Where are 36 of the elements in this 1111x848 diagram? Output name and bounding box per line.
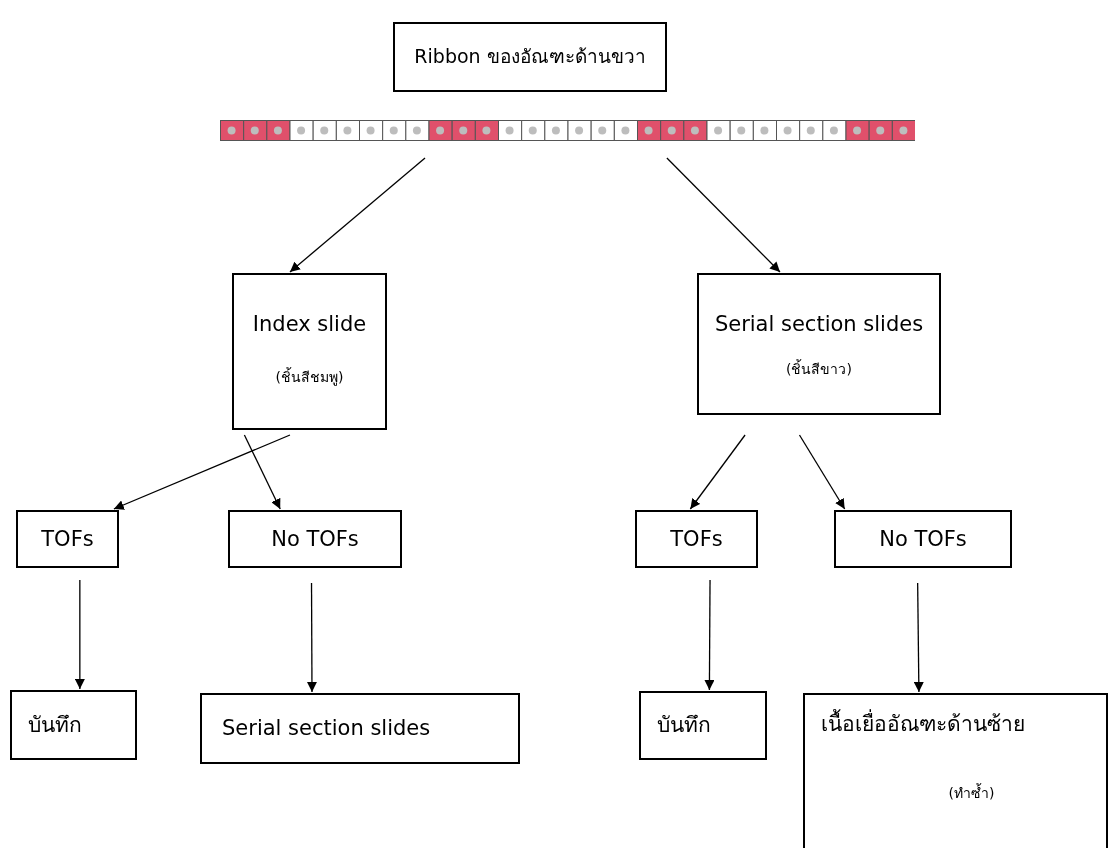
arrow [306, 582, 317, 693]
ribbon-drawing [220, 120, 915, 141]
process-box [228, 510, 402, 568]
process-box [232, 273, 387, 430]
box-title: No TOFs [879, 525, 967, 553]
process-box [803, 693, 1108, 848]
arrow [289, 157, 426, 273]
arrow [113, 434, 291, 510]
box-title: Serial section slides [714, 311, 924, 338]
process-box [834, 510, 1012, 568]
arrow [74, 579, 85, 690]
box-title: บันทึก [28, 711, 82, 739]
box-title: เนื้อเยื่ออัณฑะด้านซ้าย [805, 711, 1025, 738]
box-note: (ทำซ้ำ) [947, 785, 995, 803]
box-note: (ชิ้นสีขาว) [786, 361, 852, 379]
box-title: บันทึก [657, 712, 711, 739]
process-box [393, 22, 667, 92]
process-box [639, 691, 767, 760]
process-box [200, 693, 520, 764]
arrow [666, 157, 781, 273]
box-title: Serial section slides [222, 715, 431, 742]
process-box [697, 273, 941, 415]
box-title: TOFs [41, 525, 94, 553]
box-title: Index slide [252, 311, 367, 338]
box-title: Ribbon ของอัณฑะด้านขวา [414, 45, 646, 69]
process-box [10, 690, 137, 760]
box-title: TOFs [670, 525, 723, 553]
process-box [635, 510, 758, 568]
arrow [243, 434, 281, 510]
process-box [16, 510, 119, 568]
arrow [798, 434, 846, 510]
box-note: (ชิ้นสีชมพู) [275, 369, 344, 387]
arrow [704, 579, 715, 691]
arrow [913, 582, 924, 693]
box-title: No TOFs [271, 525, 359, 553]
arrow [689, 434, 746, 510]
